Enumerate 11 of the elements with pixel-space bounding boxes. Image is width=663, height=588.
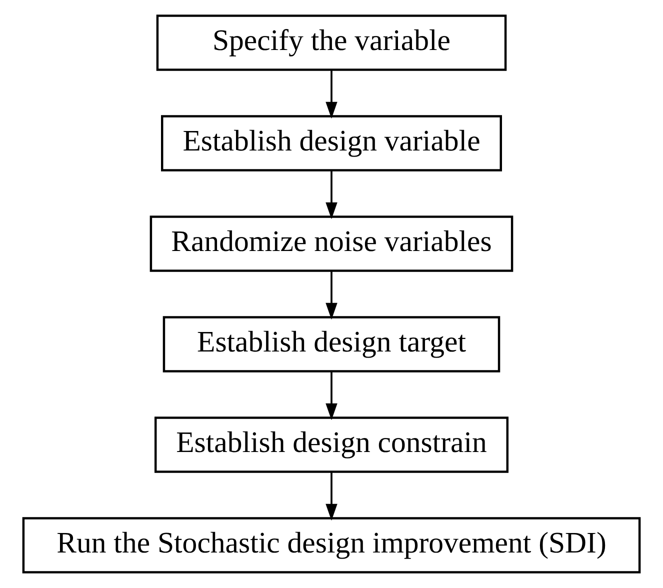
arrow bbox=[326, 170, 338, 220]
node-box: Randomize noise variables bbox=[150, 216, 514, 272]
arrow bbox=[326, 372, 338, 420]
arrow bbox=[326, 271, 338, 320]
node-box: Run the Stochastic design improvement (SDI) bbox=[22, 517, 641, 574]
node-box: Specify the variable bbox=[156, 14, 507, 71]
arrow bbox=[326, 472, 338, 521]
node-box: Establish design constrain bbox=[154, 416, 509, 473]
node-box: Establish design target bbox=[162, 316, 500, 372]
node-box: Establish design variable bbox=[161, 115, 502, 172]
arrow bbox=[326, 70, 338, 119]
